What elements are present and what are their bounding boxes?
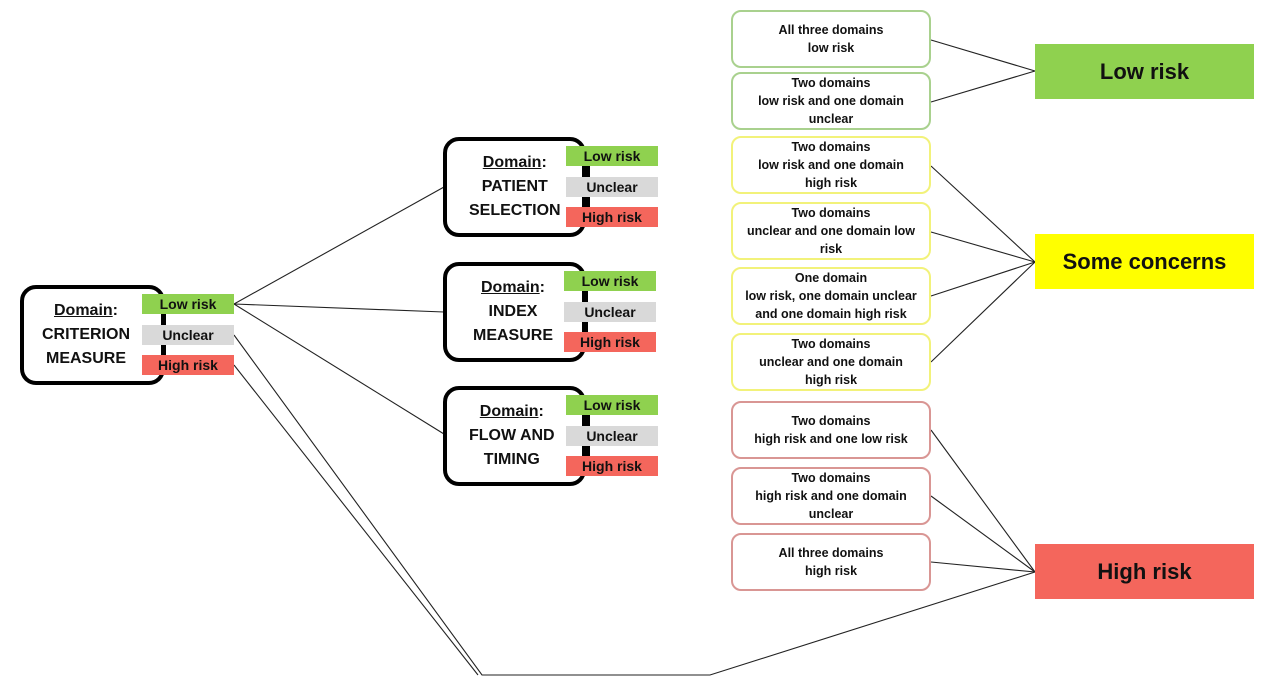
connector-combo9-to-high (930, 561, 1036, 573)
domain-label: Domain (482, 154, 542, 171)
flow-and-timing-risk-options: Low risk Unclear High risk (566, 395, 658, 477)
domain-name-line1: PATIENT (481, 178, 548, 195)
criterion-low-risk: Low risk (142, 294, 234, 314)
connector-criterion-low-to-flow (233, 303, 445, 435)
domain-label: Domain (481, 279, 540, 296)
connector-combo8-to-high (930, 495, 1036, 573)
outcome-low-risk: Low risk (1035, 44, 1254, 99)
connector-combo6-to-some (930, 261, 1036, 363)
connector-combo1-to-low (930, 39, 1036, 72)
flow-and-timing-high-risk: High risk (566, 456, 658, 476)
flow-and-timing-low-risk: Low risk (566, 395, 658, 415)
connector-combo2-to-low (930, 70, 1036, 103)
connector-criterion-low-to-index (233, 303, 445, 313)
outcome-some-concerns: Some concerns (1035, 234, 1254, 289)
domain-name-line1: FLOW AND (469, 427, 555, 444)
criterion-measure-text: Domain: CRITERION MEASURE (42, 299, 130, 371)
index-measure-box: Domain: INDEX MEASURE (443, 262, 586, 362)
domain-name-line2: MEASURE (45, 350, 126, 367)
criterion-risk-options: Low risk Unclear High risk (142, 294, 234, 376)
patient-selection-risk-options: Low risk Unclear High risk (566, 146, 658, 228)
flow-and-timing-unclear: Unclear (566, 426, 658, 446)
patient-selection-box: Domain: PATIENT SELECTION (443, 137, 586, 237)
criterion-unclear: Unclear (142, 325, 234, 345)
domain-name-line2: TIMING (483, 451, 540, 468)
connector-criterion-low-to-patient (233, 186, 445, 305)
domain-label: Domain (479, 403, 539, 420)
domain-name-line1: CRITERION (42, 326, 130, 343)
index-measure-unclear: Unclear (564, 302, 656, 322)
patient-selection-high-risk: High risk (566, 207, 658, 227)
patient-selection-low-risk: Low risk (566, 146, 658, 166)
domain-name-line1: INDEX (488, 303, 538, 320)
domain-name-line2: SELECTION (469, 202, 561, 219)
domain-label: Domain (54, 302, 113, 319)
connector-combo5-to-some (930, 261, 1036, 297)
flow-and-timing-box: Domain: FLOW AND TIMING (443, 386, 586, 486)
connector-criterion-high-to-high (233, 364, 479, 676)
connector-combo7-to-high (930, 429, 1036, 573)
index-measure-high-risk: High risk (564, 332, 656, 352)
index-measure-risk-options: Low risk Unclear High risk (564, 271, 656, 353)
domain-name-line2: MEASURE (473, 327, 554, 344)
index-measure-low-risk: Low risk (564, 271, 656, 291)
patient-selection-unclear: Unclear (566, 177, 658, 197)
connector-combo3-to-some (930, 165, 1036, 263)
criterion-high-risk: High risk (142, 355, 234, 375)
connector-combo4-to-some (930, 231, 1036, 263)
connector-criterion-unclear-to-high (233, 334, 1036, 676)
outcome-high-risk: High risk (1035, 544, 1254, 599)
